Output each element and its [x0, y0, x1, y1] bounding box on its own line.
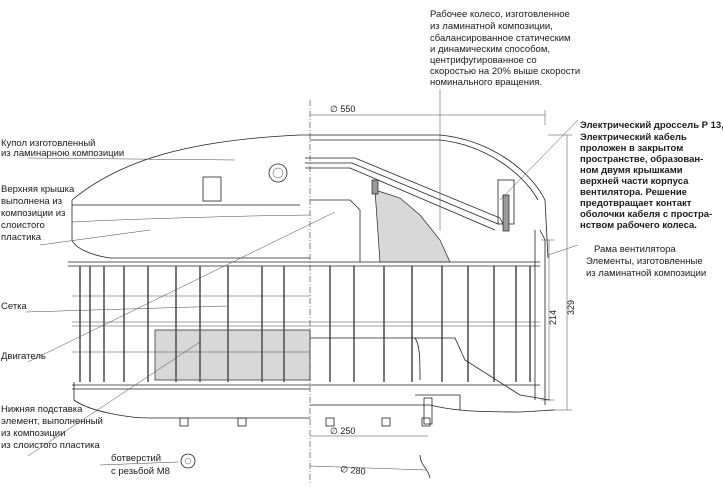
- choke-line-1: Электрический дроссель Р 13,5: [580, 120, 723, 131]
- frame-line-1: Рама вентилятора: [594, 244, 676, 255]
- dim-329: 329: [566, 300, 576, 315]
- impeller-line-5: центрифугированное со: [430, 55, 537, 66]
- callout-upper-cover: Верхняя крышка выполнена из композиции и…: [1, 184, 75, 243]
- upper-cover-line-5: пластика: [1, 232, 42, 243]
- lower-base-line-3: из композиции: [1, 428, 65, 439]
- dim-250: ∅ 250: [330, 426, 355, 436]
- upper-cover-line-4: слоистого: [1, 220, 45, 231]
- choke-line-9: оболочки кабеля с простра-: [580, 209, 712, 220]
- upper-cover-line-2: выполнена из: [1, 196, 62, 207]
- callout-frame: Рама вентилятора Элементы, изготовленные…: [586, 244, 706, 279]
- frame-line-3: из ламинатной композиции: [586, 268, 706, 279]
- impeller-line-6: скоростью на 20% выше скорости: [430, 66, 580, 77]
- callout-impeller: Рабочее колесо, изготовленное из ламинат…: [430, 9, 580, 88]
- callout-holes: ботверстий с резьбой М8: [111, 453, 170, 477]
- cupola-line-1: Купол изготовленный: [1, 138, 96, 149]
- dim-280: ∅ 280: [340, 464, 366, 477]
- grid-right: [310, 261, 540, 386]
- dimension-lines: [309, 110, 572, 471]
- choke-line-8: предотвращает контакт: [580, 198, 692, 209]
- lower-base-line-2: элемент, выполненный: [1, 416, 103, 427]
- lower-base-line-1: Нижняя подставка: [1, 404, 83, 415]
- frame-line-2: Элементы, изготовленные: [586, 256, 703, 267]
- callout-grid: Сетка: [1, 301, 28, 312]
- impeller-line-1: Рабочее колесо, изготовленное: [430, 9, 570, 20]
- choke-line-7: вентилятора. Решение: [580, 187, 687, 198]
- grid-left: [72, 266, 310, 382]
- choke-line-6: верхней части корпуса: [580, 176, 689, 187]
- choke-line-4: пространстве, образован-: [580, 154, 703, 165]
- callout-motor: Двигатель: [1, 351, 46, 362]
- upper-cover-line-3: композиции из: [1, 208, 65, 219]
- lower-base-line-4: из слоистого пластика: [1, 440, 100, 451]
- impeller-line-2: из ламинатной композиции,: [430, 21, 553, 32]
- holes-line-2: с резьбой М8: [111, 466, 170, 477]
- cupola-line-2: из ламинарною композиции: [1, 148, 124, 159]
- fan-section-right: [305, 134, 556, 413]
- choke-line-10: нством рабочего колеса.: [580, 220, 697, 231]
- fittings: [202, 163, 515, 425]
- impeller-line-7: номинального вращения.: [430, 77, 542, 88]
- impeller-line-4: и динамическим способом,: [430, 44, 550, 55]
- choke-line-3: проложен в закрытом: [580, 143, 683, 154]
- impeller-line-3: сбалансированное статическим: [430, 33, 571, 44]
- choke-line-2: Электрический кабель: [580, 132, 687, 143]
- callout-lower-base: Нижняя подставка элемент, выполненный из…: [1, 404, 103, 451]
- choke-line-5: ном двумя крышками: [580, 165, 683, 176]
- dim-214: 214: [548, 310, 558, 325]
- callout-cupola: Купол изготовленный из ламинарною композ…: [1, 138, 124, 159]
- callout-choke: Электрический дроссель Р 13,5 Электричес…: [580, 120, 723, 231]
- holes-line-1: ботверстий: [111, 453, 161, 464]
- dim-550: ∅ 550: [330, 104, 355, 114]
- upper-cover-line-1: Верхняя крышка: [1, 184, 75, 195]
- leader-lines: [25, 90, 579, 466]
- mounting-bolts: [179, 417, 431, 479]
